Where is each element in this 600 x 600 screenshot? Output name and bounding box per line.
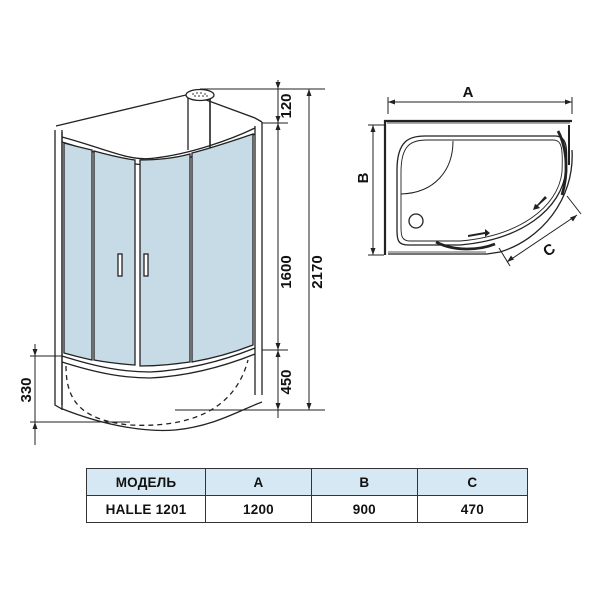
plan-dimensions [368,97,582,267]
shower-tray-plan-view [383,119,573,255]
glass-panel-2 [93,150,136,366]
shower-head-icon [185,88,215,102]
spec-table: МОДЕЛЬ A B C HALLE 1201 1200 900 470 [86,468,528,523]
dim-top-offset: 120 [278,93,295,118]
door-handle-right [143,253,149,277]
table-row: HALLE 1201 1200 900 470 [86,495,528,523]
slide-direction-arrows [468,196,547,237]
shower-cabin-front-view [54,88,263,432]
cell-a: 1200 [205,495,312,523]
dim-door-height: 1600 [278,255,295,288]
cell-model: HALLE 1201 [86,495,206,523]
tray-dashed-outline [65,359,249,426]
glass-panel-1 [63,142,93,361]
dim-total-height: 2170 [309,255,326,288]
front-dimensions [30,80,325,445]
header-model: МОДЕЛЬ [86,468,206,496]
header-c: C [416,468,528,496]
dim-label-a: A [463,84,474,101]
drain-icon [408,213,424,229]
glass-panel-3 [139,153,191,367]
glass-panel-4 [191,133,254,363]
dim-tray-height: 450 [278,369,295,394]
cell-b: 900 [310,495,418,523]
spec-table-header-row: МОДЕЛЬ A B C [86,468,528,496]
dim-label-b: B [355,172,372,183]
dim-label-c: C [540,240,559,260]
cell-c: 470 [416,495,528,523]
dim-tray-depth: 330 [18,377,35,402]
header-a: A [205,468,312,496]
door-handle-left [117,253,123,277]
header-b: B [310,468,418,496]
